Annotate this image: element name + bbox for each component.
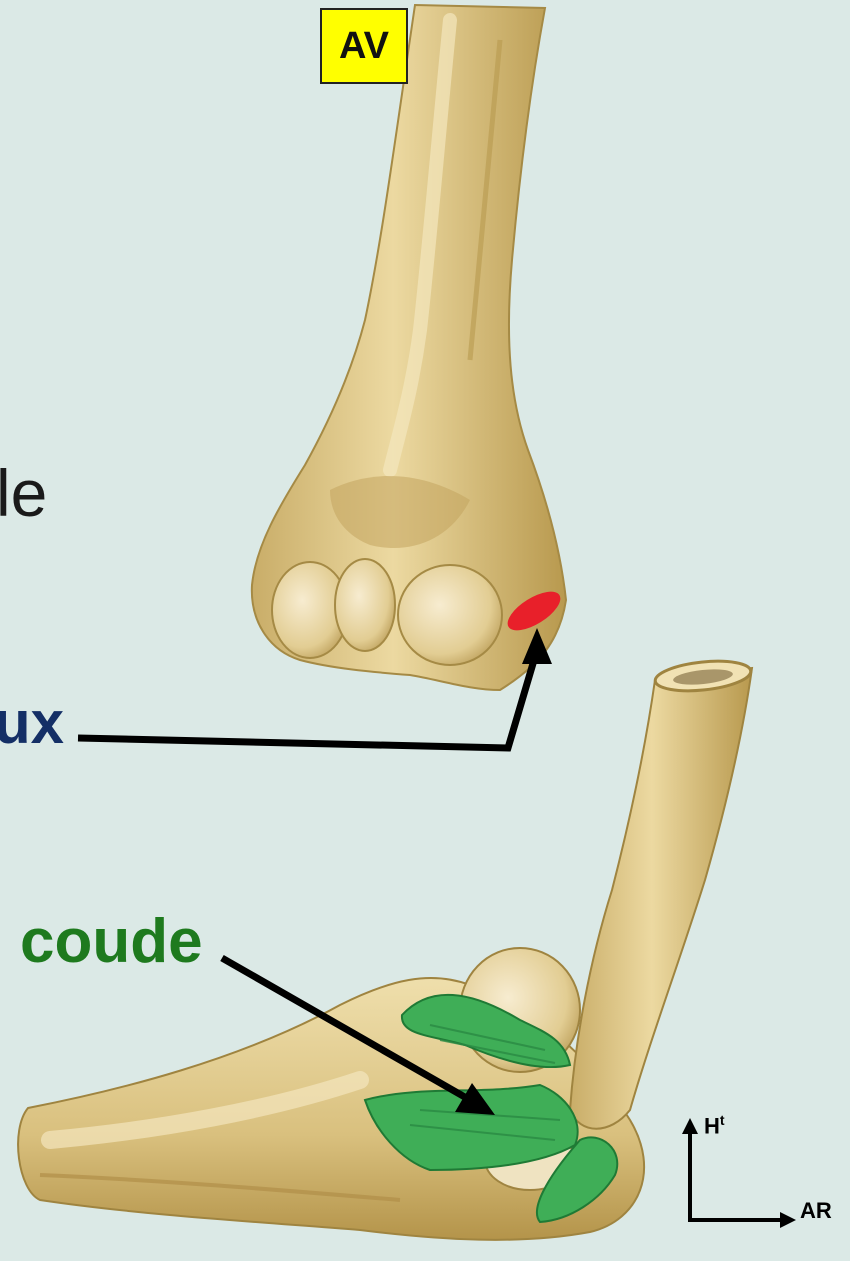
- partial-left-text: le: [0, 455, 47, 531]
- axis-label-vertical-sup: t: [720, 1112, 725, 1128]
- axis-horizontal-arrowhead: [780, 1212, 796, 1228]
- orientation-axes: [682, 1118, 796, 1228]
- axis-label-vertical-main: H: [704, 1113, 720, 1138]
- capitulum: [398, 565, 502, 665]
- humerus-shaft-lower: [570, 668, 752, 1129]
- axis-label-horizontal: AR: [800, 1198, 832, 1224]
- partial-label-blue: ux: [0, 688, 64, 757]
- axis-vertical-arrowhead: [682, 1118, 698, 1134]
- trochlea-middle: [335, 559, 395, 651]
- view-badge: AV: [320, 8, 408, 84]
- joint-label: coude: [20, 906, 203, 977]
- axis-label-vertical: Ht: [704, 1112, 725, 1139]
- humerus-upper-view: [252, 5, 566, 690]
- view-badge-text: AV: [339, 25, 389, 68]
